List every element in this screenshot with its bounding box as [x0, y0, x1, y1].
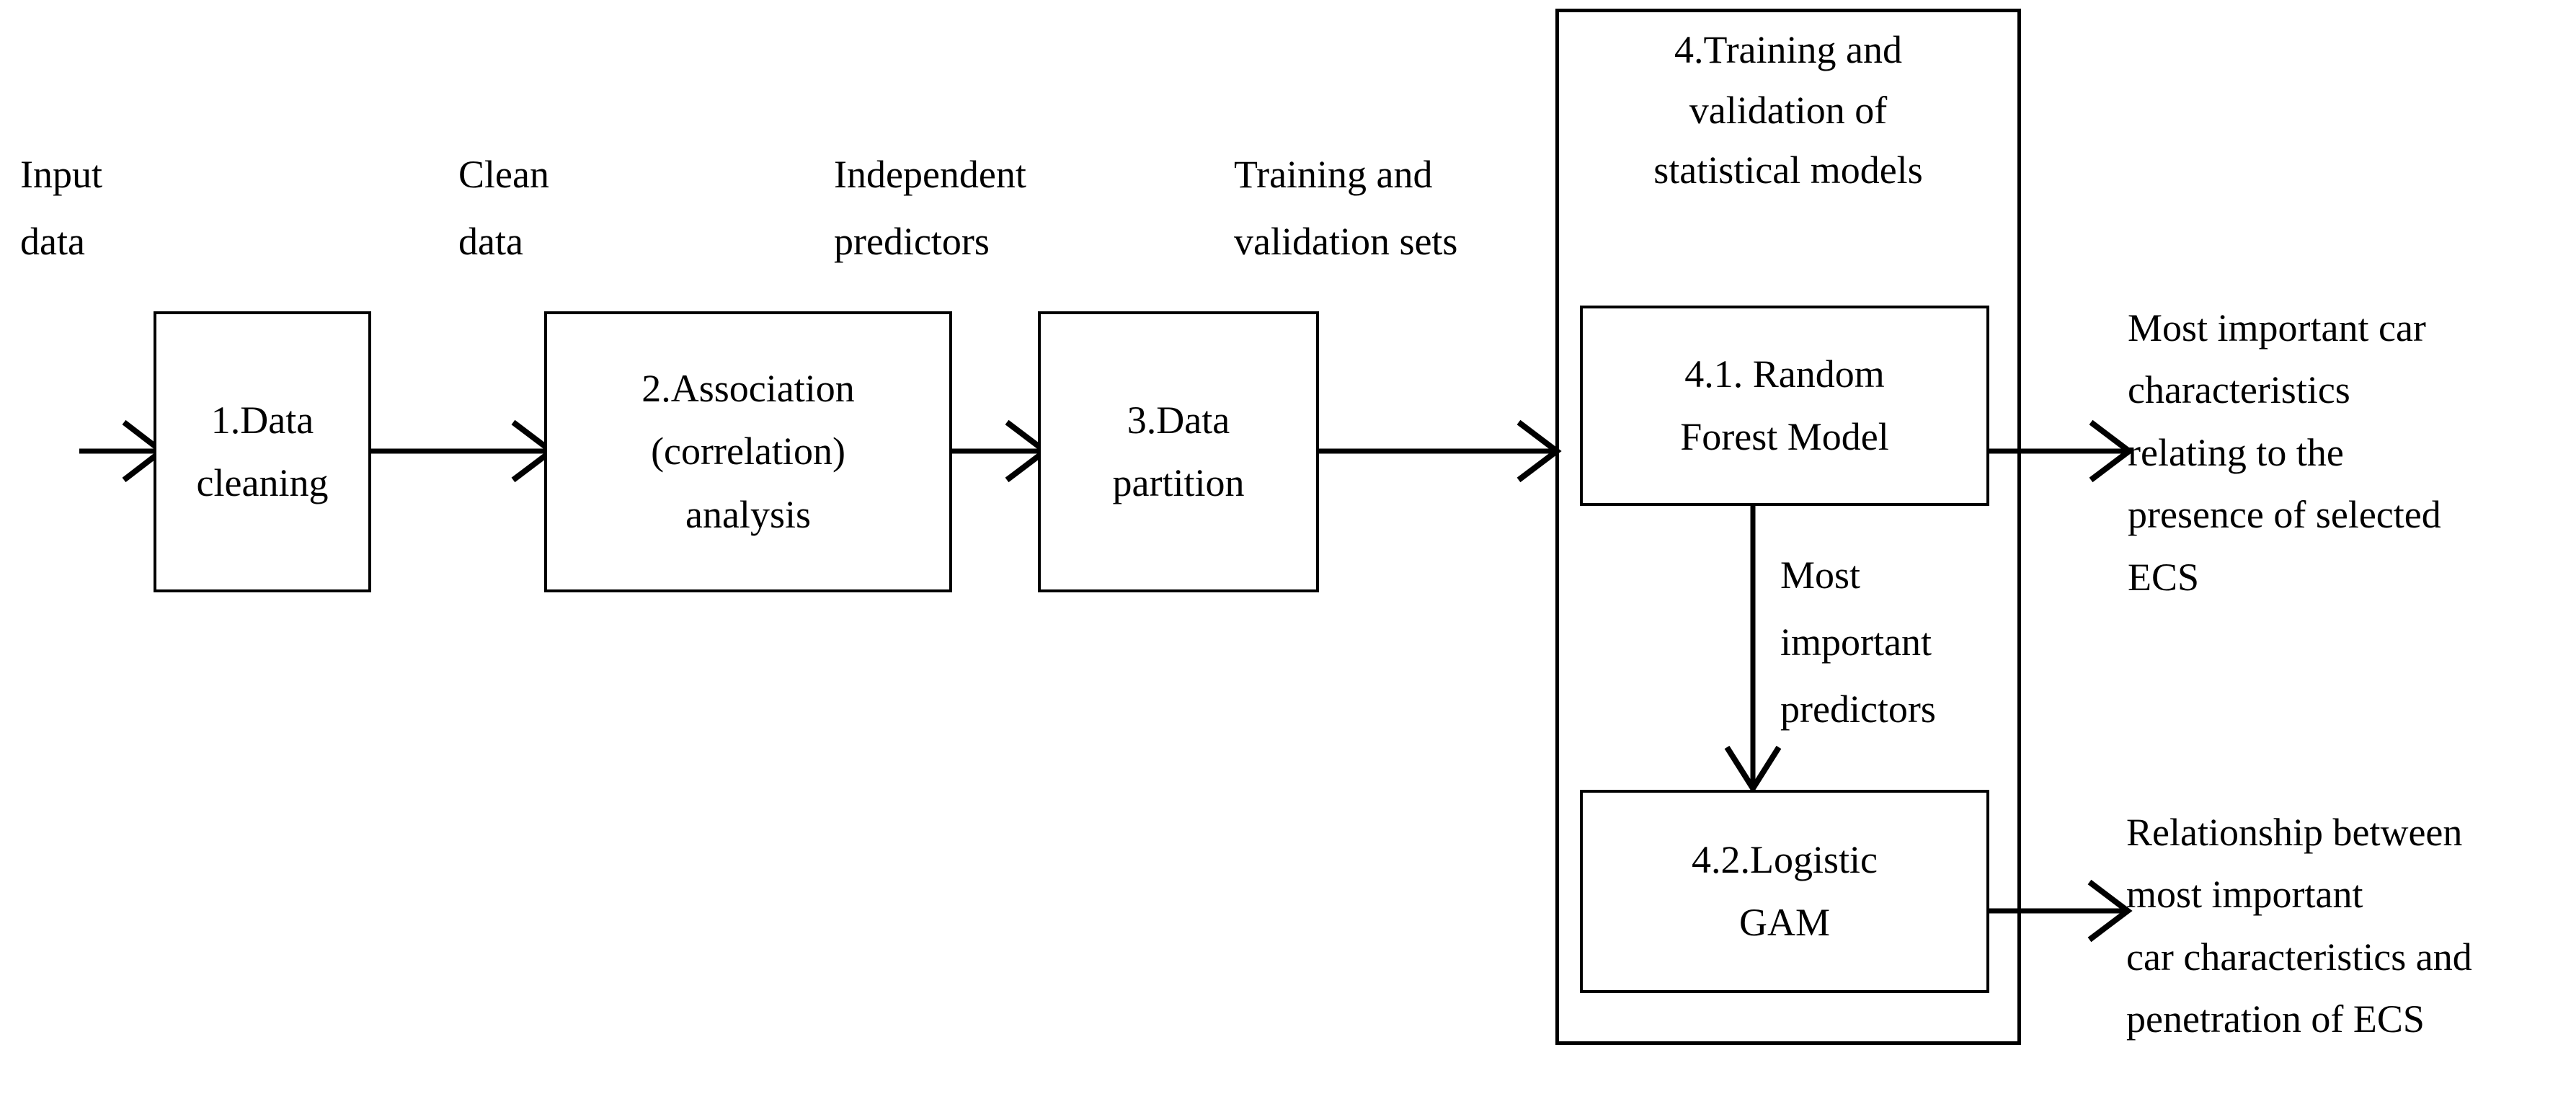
node-data-partition-line1: 3.Data [1127, 398, 1230, 442]
group-training-validation[interactable] [1555, 9, 2021, 1045]
arrow-step2-to-step3 [952, 419, 1050, 483]
node-random-forest-model-line1: 4.1. Random [1684, 352, 1885, 396]
node-random-forest-model-line2: Forest Model [1680, 415, 1889, 458]
output-label-random-forest-line3: relating to the [2128, 430, 2344, 474]
group-title-line1: 4.Training and [1674, 28, 1902, 71]
node-association-analysis-line2: (correlation) [651, 429, 845, 473]
group-training-validation-title: 4.Training and validation of statistical… [1563, 20, 2014, 201]
output-label-random-forest-line1: Most important car [2128, 306, 2426, 350]
output-label-random-forest-line2: characteristics [2128, 368, 2350, 412]
output-label-random-forest-line4: presence of selected [2128, 493, 2441, 537]
output-label-logistic-gam-line1: Relationship between [2126, 811, 2463, 854]
group-title-line2: validation of [1689, 88, 1888, 132]
arrow-input-to-step1 [79, 419, 166, 483]
edge-label-input-data-line2: data [20, 219, 85, 263]
arrow-step3-to-step4 [1319, 419, 1562, 483]
edge-label-training-validation-sets: Training and validation sets [1234, 141, 1565, 275]
edge-label-independent-predictors-line2: predictors [834, 219, 990, 263]
node-data-partition[interactable]: 3.Data partition [1038, 311, 1319, 592]
edge-label-training-validation-sets-line1: Training and [1234, 153, 1433, 196]
node-association-analysis-line1: 2.Association [641, 366, 855, 410]
edge-label-clean-data-line2: data [458, 219, 523, 263]
edge-label-most-important-predictors: Most important predictors [1780, 542, 2025, 743]
output-label-random-forest: Most important car characteristics relat… [2128, 297, 2567, 608]
group-title-line3: statistical models [1653, 148, 1923, 192]
output-label-logistic-gam-line3: car characteristics and [2126, 935, 2472, 979]
edge-label-most-important-predictors-line3: predictors [1780, 687, 1936, 731]
edge-label-independent-predictors: Independent predictors [834, 141, 1173, 275]
arrow-step1-to-step2 [371, 419, 556, 483]
node-association-analysis[interactable]: 2.Association (correlation) analysis [544, 311, 952, 592]
node-data-cleaning[interactable]: 1.Data cleaning [154, 311, 371, 592]
output-label-logistic-gam-line2: most important [2126, 873, 2363, 917]
edge-label-input-data-line1: Input [20, 153, 102, 196]
node-logistic-gam-line2: GAM [1738, 901, 1830, 944]
edge-label-most-important-predictors-line1: Most [1780, 553, 1861, 597]
edge-label-most-important-predictors-line2: important [1780, 620, 1932, 664]
node-association-analysis-line3: analysis [685, 492, 811, 536]
node-data-cleaning-line2: cleaning [196, 461, 329, 504]
node-data-partition-line2: partition [1112, 461, 1245, 504]
node-data-cleaning-line1: 1.Data [210, 398, 314, 442]
node-logistic-gam-line1: 4.2.Logistic [1692, 837, 1878, 881]
edge-label-input-data: Input data [20, 141, 215, 275]
output-label-logistic-gam-line4: penetration of ECS [2126, 997, 2425, 1041]
edge-label-clean-data-line1: Clean [458, 153, 549, 196]
node-logistic-gam[interactable]: 4.2.Logistic GAM [1580, 790, 1989, 993]
output-label-logistic-gam: Relationship between most important car … [2126, 801, 2576, 1051]
edge-label-training-validation-sets-line2: validation sets [1234, 219, 1458, 263]
edge-label-clean-data: Clean data [458, 141, 660, 275]
edge-label-independent-predictors-line1: Independent [834, 153, 1026, 196]
node-random-forest-model[interactable]: 4.1. Random Forest Model [1580, 306, 1989, 506]
output-label-random-forest-line5: ECS [2128, 555, 2200, 599]
